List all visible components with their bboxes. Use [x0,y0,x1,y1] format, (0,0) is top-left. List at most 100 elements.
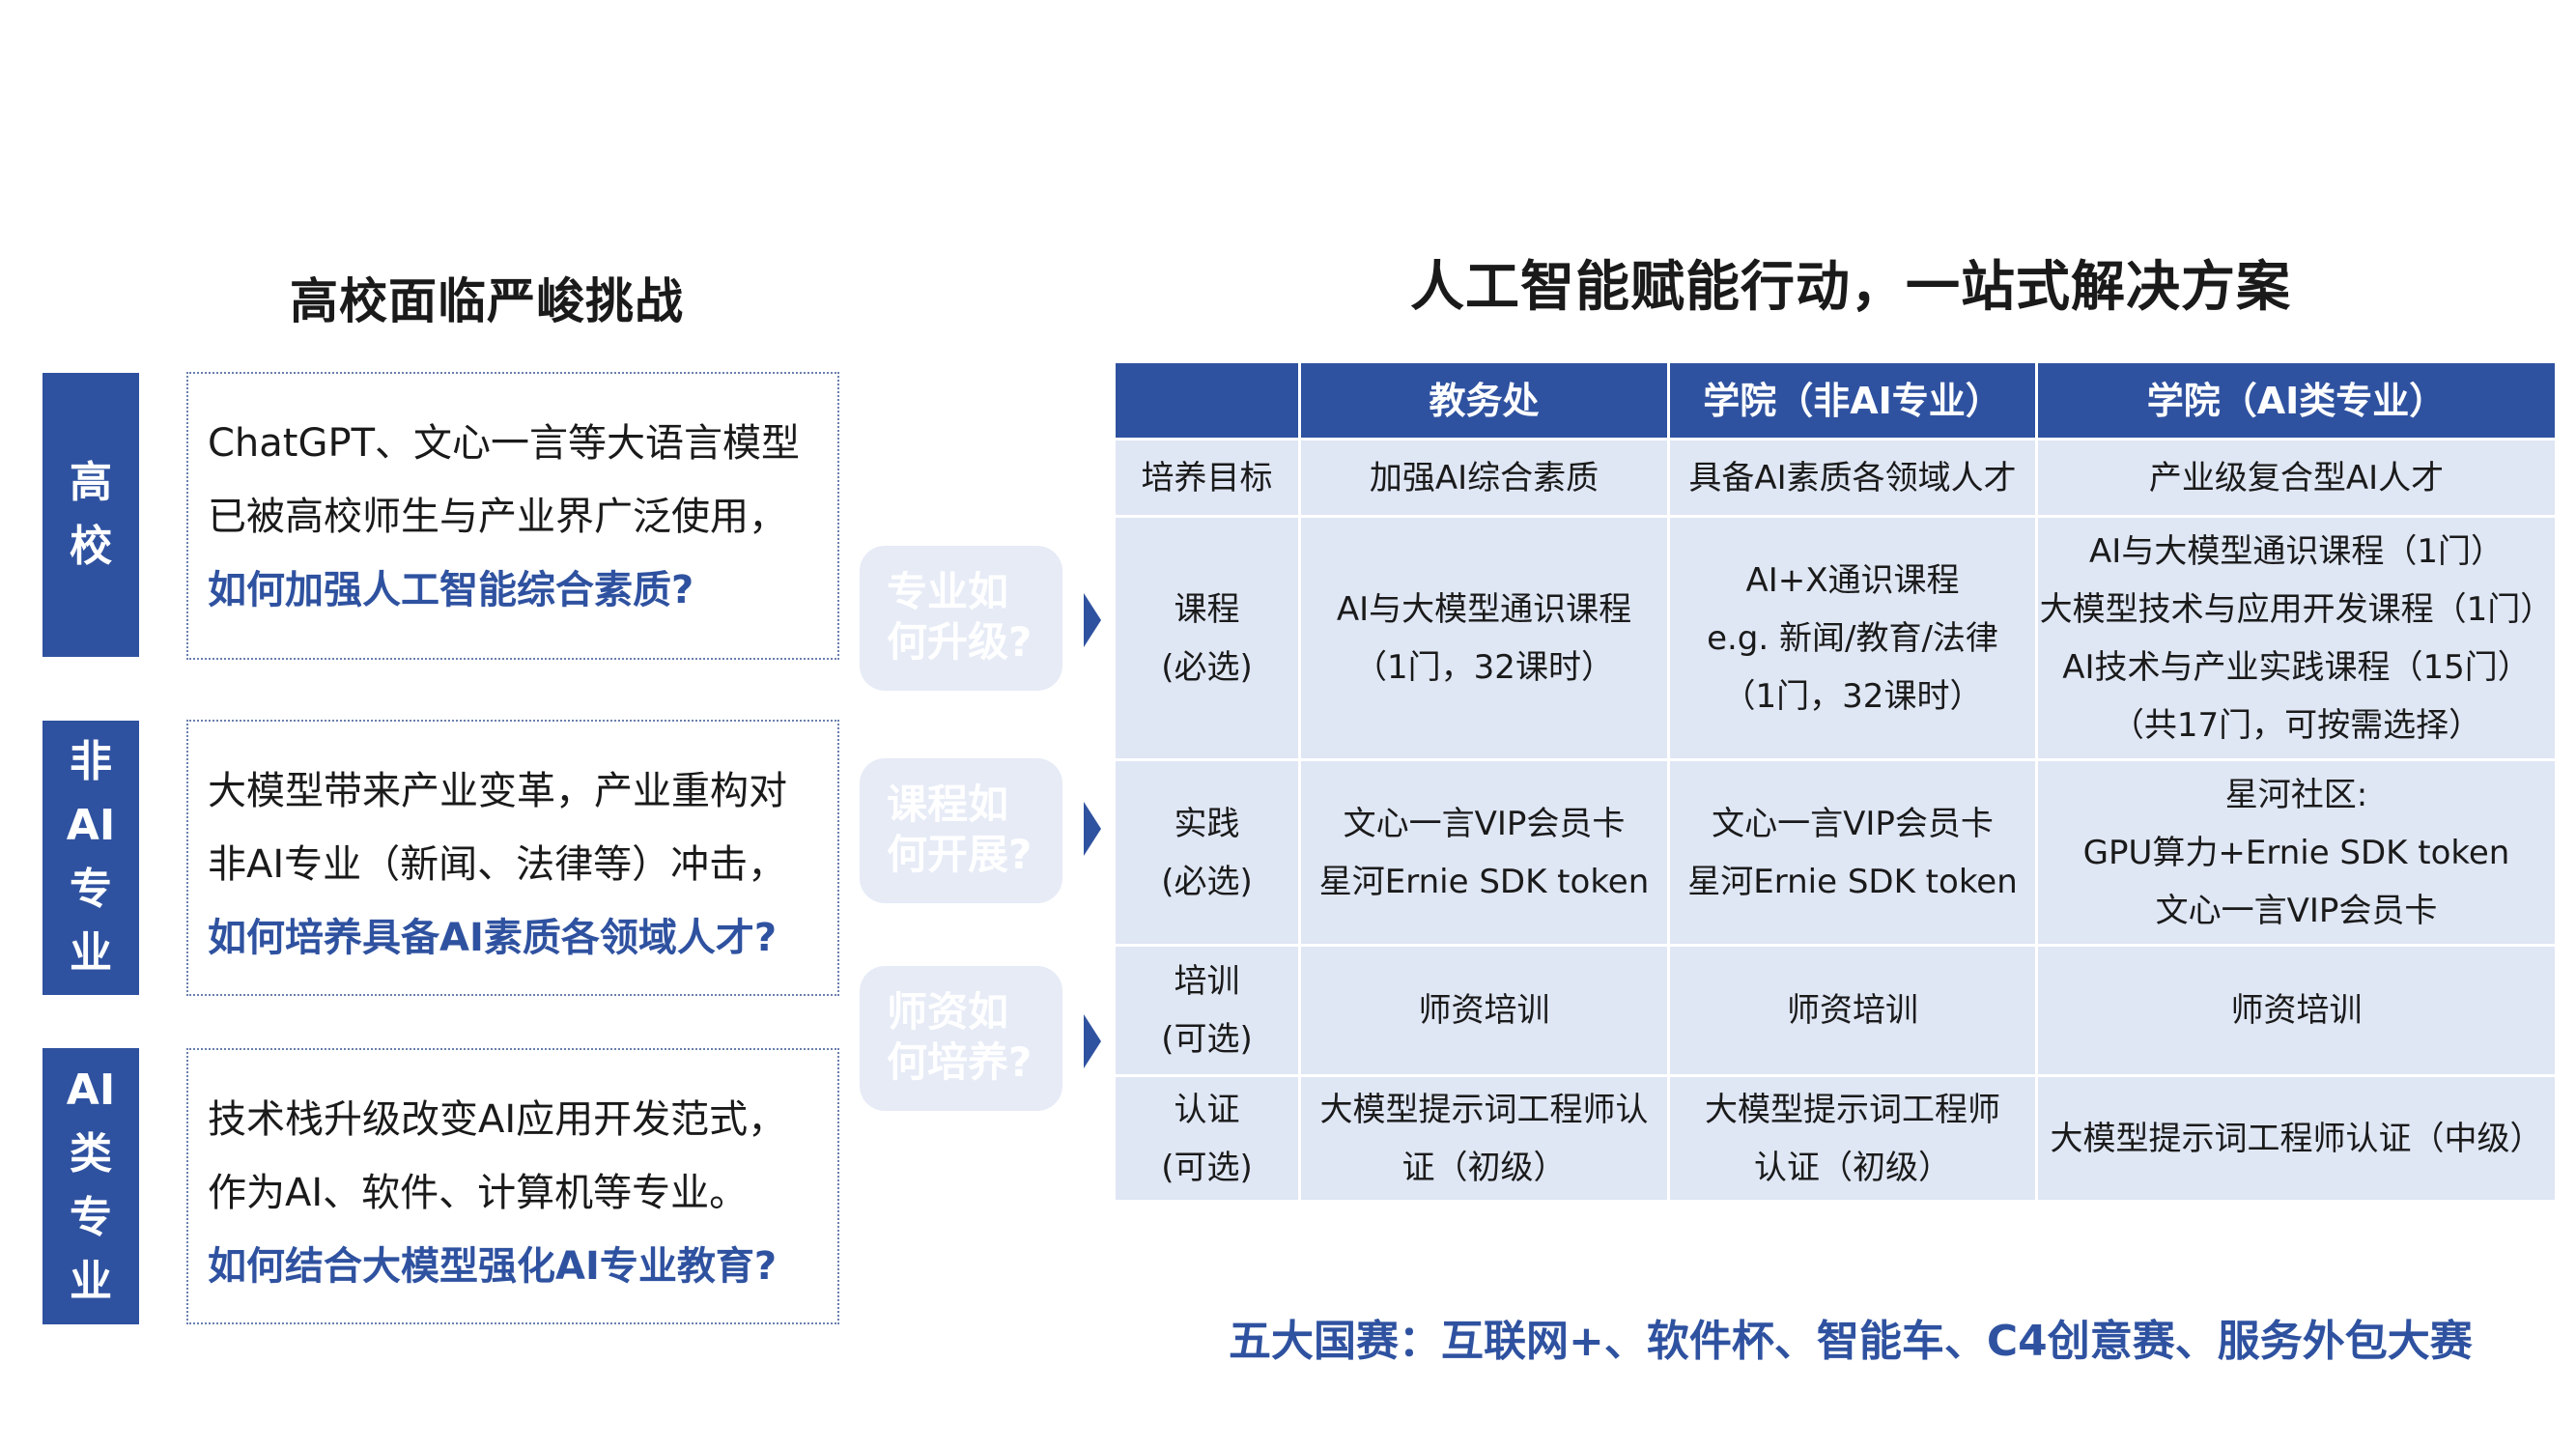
cell-line: AI与大模型通识课程（1门） [2089,531,2504,571]
cell-line: 证（初级） [1401,1148,1567,1187]
challenge-card-non-ai: 大模型带来产业变革，产业重构对 非AI专业（新闻、法律等）冲击， 如何培养具备A… [186,720,839,996]
card-line: 已被高校师生与产业界广泛使用， [208,495,787,539]
tag-char: 高 [70,458,112,507]
pill-line: 何开展? [887,831,1033,878]
pill-line: 何升级? [887,618,1033,666]
header-cell-ai-college: 学院（AI类专业） [2035,360,2558,440]
table-cell: 大模型提示词工程师认证（中级） [2035,1074,2558,1203]
tag-non-ai-major: 非 AI 专 业 [42,721,139,995]
cell-line: 星河社区: [2224,775,2368,814]
challenge-card-university: ChatGPT、文心一言等大语言模型 已被高校师生与产业界广泛使用， 如何加强人… [186,372,839,660]
tag-char: 专 [70,865,112,914]
cell-line: (可选) [1161,1148,1253,1187]
table-cell: 加强AI综合素质 [1298,438,1670,518]
cell-line: 文心一言VIP会员卡 [2155,891,2438,930]
cell-line: e.g. 新闻/教育/法律 [1707,618,1998,658]
cell-line: AI技术与产业实践课程（15门） [2062,647,2531,687]
cell-line: 大模型技术与应用开发课程（1门） [2039,589,2554,629]
table-row-certification: 认证 (可选) 大模型提示词工程师认 证（初级） 大模型提示词工程师 认证（初级… [1113,1074,2558,1203]
arrow-right-icon [1084,1014,1101,1068]
cell-line: 加强AI综合素质 [1369,458,1599,497]
tag-char: 业 [70,928,112,978]
table-cell: 产业级复合型AI人才 [2035,438,2558,518]
table-cell: 大模型提示词工程师 认证（初级） [1667,1074,2038,1203]
cell-line: 认证（初级） [1754,1148,1951,1187]
tag-university: 高 校 [42,373,139,657]
table-row-practice: 实践 (必选) 文心一言VIP会员卡 星河Ernie SDK token 文心一… [1113,758,2558,947]
card-line: 技术栈升级改变AI应用开发范式， [208,1097,787,1142]
cell-line: 师资培训 [1787,991,1918,1030]
tag-char: AI [66,1065,116,1115]
card-question: 如何结合大模型强化AI专业教育? [208,1244,778,1289]
row-label: 培养目标 [1113,438,1301,518]
cell-line: GPU算力+Ernie SDK token [2082,833,2510,872]
card-question: 如何加强人工智能综合素质? [208,568,694,612]
table-header-row: 教务处 学院（非AI专业） 学院（AI类专业） [1113,360,2558,440]
cell-line: （共17门，可按需选择） [2110,705,2482,745]
row-label: 课程 (必选) [1113,515,1301,761]
challenge-card-ai-major: 技术栈升级改变AI应用开发范式， 作为AI、软件、计算机等专业。 如何结合大模型… [186,1048,839,1324]
question-pill-faculty: 师资如 何培养? [860,966,1062,1111]
right-section-title: 人工智能赋能行动，一站式解决方案 [1410,256,2291,319]
card-line: 作为AI、软件、计算机等专业。 [208,1171,749,1215]
tag-ai-major: AI 类 专 业 [42,1048,139,1324]
card-question: 如何培养具备AI素质各领域人才? [208,916,778,960]
header-cell-empty [1113,360,1301,440]
competitions-footer: 五大国赛：互联网+、软件杯、智能车、C4创意赛、服务外包大赛 [1229,1317,2473,1366]
cell-line: 具备AI素质各领域人才 [1688,458,2017,497]
cell-line: 大模型提示词工程师认 [1319,1090,1649,1129]
table-cell: 具备AI素质各领域人才 [1667,438,2038,518]
table-cell: 师资培训 [1667,944,2038,1077]
table-cell: AI与大模型通识课程 （1门，32课时） [1298,515,1670,761]
table-cell: 文心一言VIP会员卡 星河Ernie SDK token [1298,758,1670,947]
cell-line: （1门，32课时） [1354,647,1614,687]
row-label: 实践 (必选) [1113,758,1301,947]
cell-line: 认证 [1174,1090,1240,1129]
cell-line: 课程 [1174,589,1240,629]
cell-line: (可选) [1161,1020,1253,1059]
cell-line: AI+X通识课程 [1745,560,1960,600]
tag-char: 校 [70,522,112,571]
cell-line: 文心一言VIP会员卡 [1343,804,1626,843]
cell-line: 师资培训 [1418,991,1550,1030]
cell-line: 产业级复合型AI人才 [2148,458,2445,497]
header-cell-academic-office: 教务处 [1298,360,1670,440]
cell-line: 大模型提示词工程师认证（中级） [2050,1119,2543,1158]
arrow-right-icon [1084,802,1101,856]
cell-line: (必选) [1161,862,1253,901]
table-row-goal: 培养目标 加强AI综合素质 具备AI素质各领域人才 产业级复合型AI人才 [1113,438,2558,518]
table-cell: 师资培训 [2035,944,2558,1077]
row-label: 认证 (可选) [1113,1074,1301,1203]
table-cell: 大模型提示词工程师认 证（初级） [1298,1074,1670,1203]
cell-line: 培养目标 [1141,458,1273,497]
card-line: ChatGPT、文心一言等大语言模型 [208,421,801,466]
cell-line: AI与大模型通识课程 [1336,589,1632,629]
cell-line: 文心一言VIP会员卡 [1712,804,1994,843]
tag-char: 专 [70,1193,112,1242]
left-section-title: 高校面临严峻挑战 [290,273,684,329]
header-cell-non-ai-college: 学院（非AI专业） [1667,360,2038,440]
arrow-right-icon [1084,593,1101,647]
table-cell: 师资培训 [1298,944,1670,1077]
cell-line: 培训 [1174,962,1240,1001]
table-cell: 星河社区: GPU算力+Ernie SDK token 文心一言VIP会员卡 [2035,758,2558,947]
row-label: 培训 (可选) [1113,944,1301,1077]
card-line: 非AI专业（新闻、法律等）冲击， [208,842,787,887]
cell-line: 星河Ernie SDK token [1687,862,2018,901]
tag-char: AI [66,801,116,850]
question-pill-course: 课程如 何开展? [860,758,1062,903]
pill-line: 何培养? [887,1038,1033,1086]
pill-line: 课程如 [887,781,1009,828]
table-cell: 文心一言VIP会员卡 星河Ernie SDK token [1667,758,2038,947]
cell-line: 实践 [1174,804,1240,843]
cell-line: (必选) [1161,647,1253,687]
cell-line: 师资培训 [2230,991,2363,1030]
question-pill-major-upgrade: 专业如 何升级? [860,546,1062,691]
table-row-course: 课程 (必选) AI与大模型通识课程 （1门，32课时） AI+X通识课程 e.… [1113,515,2558,761]
tag-char: 业 [70,1257,112,1306]
cell-line: （1门，32课时） [1722,676,1983,716]
table-cell: AI+X通识课程 e.g. 新闻/教育/法律 （1门，32课时） [1667,515,2038,761]
pill-line: 师资如 [887,988,1009,1036]
cell-line: 星河Ernie SDK token [1318,862,1650,901]
pill-line: 专业如 [887,568,1009,615]
